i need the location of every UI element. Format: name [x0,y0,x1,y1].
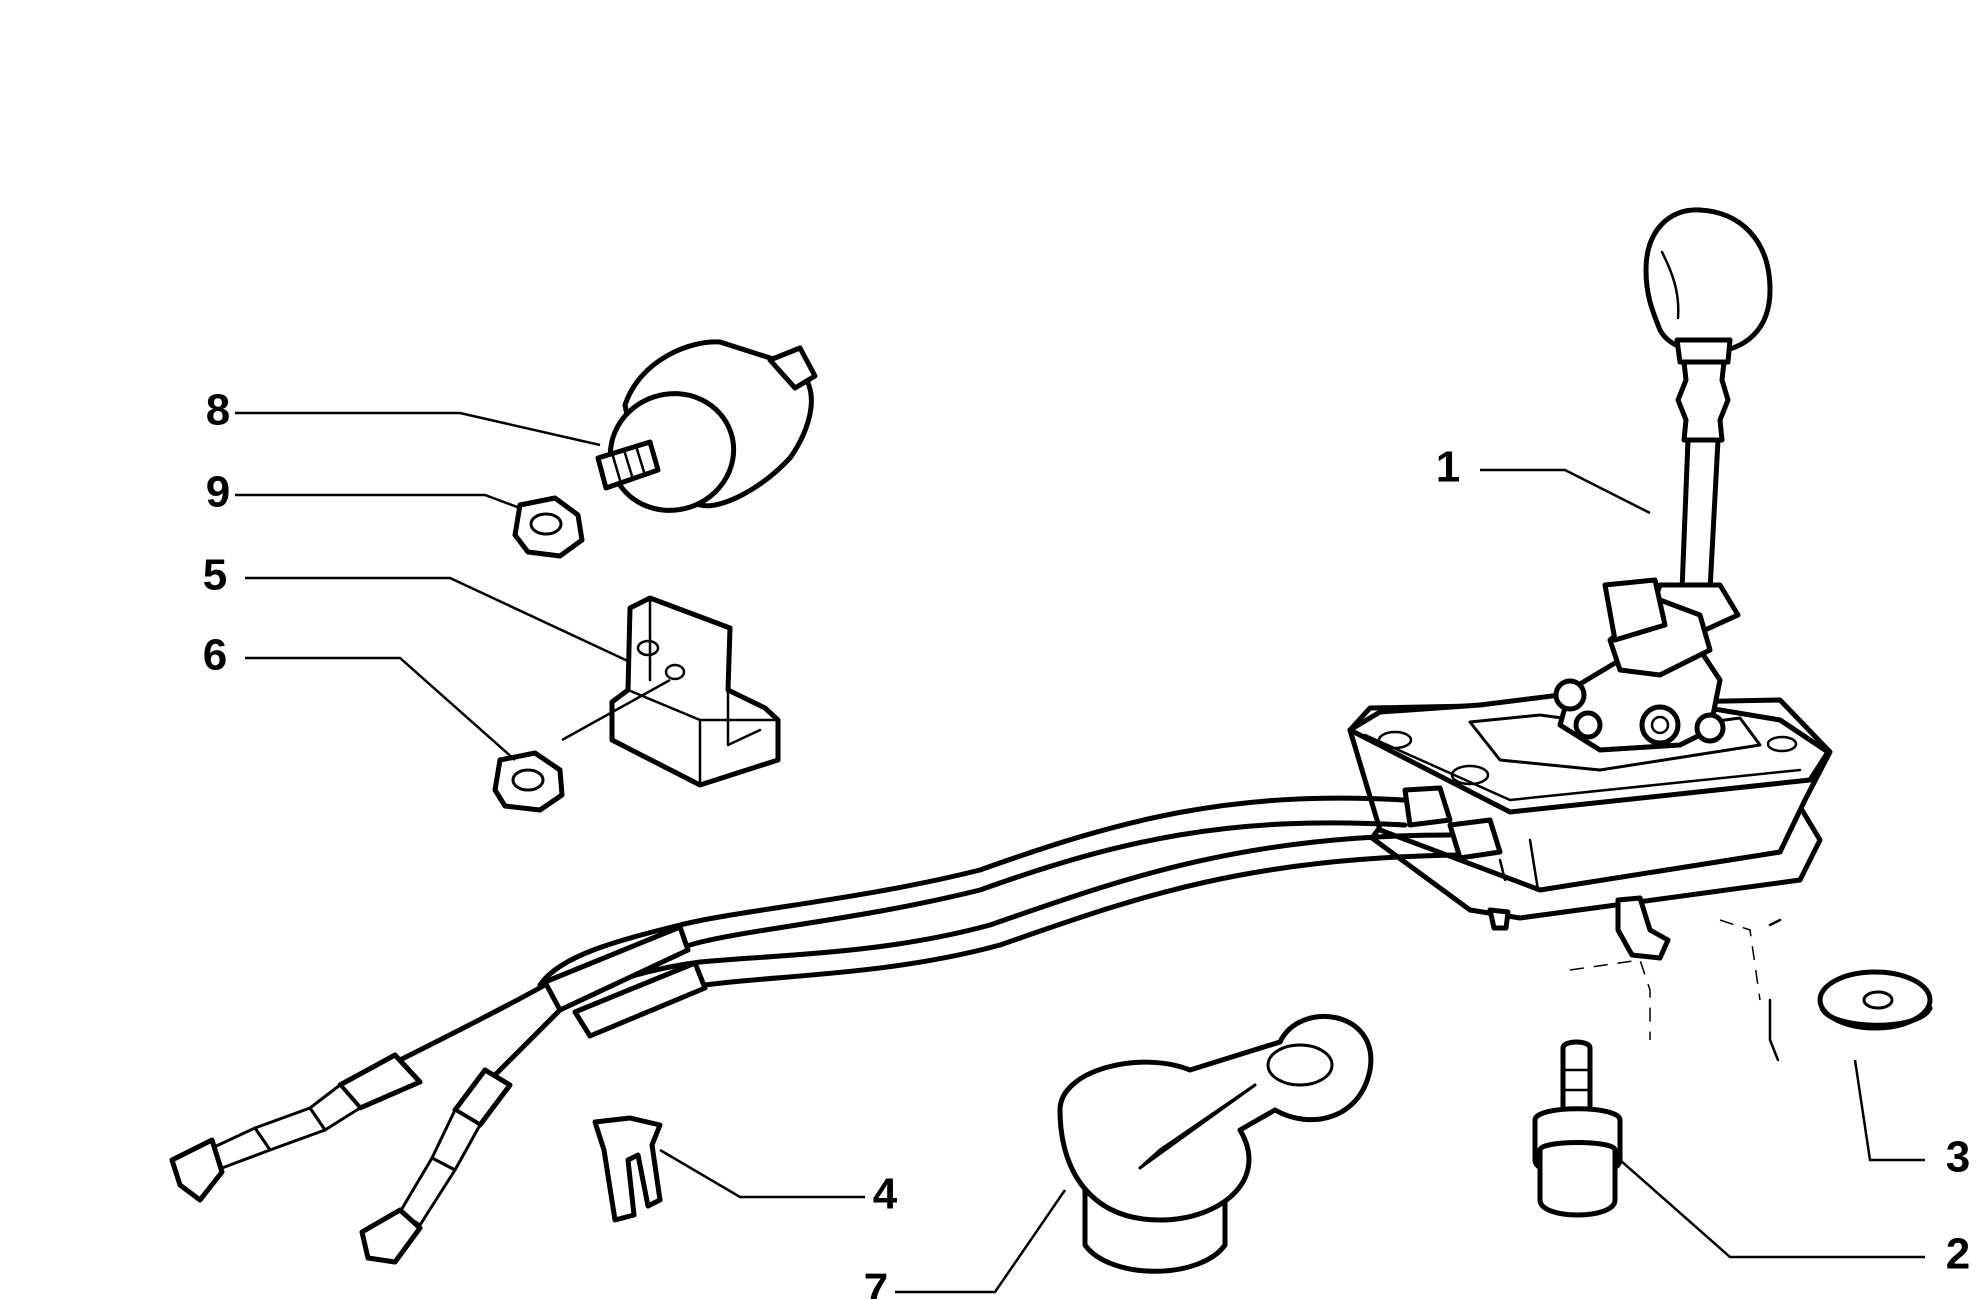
leader-7 [895,1189,1067,1294]
callout-3: 3 [1946,1133,1970,1182]
callout-5: 5 [203,551,227,600]
flange-nut-icon [492,495,585,813]
callout-7: 7 [864,1265,888,1299]
callout-8: 8 [206,386,230,435]
callout-labels: 1 2 3 4 5 6 7 8 9 [203,386,1970,1299]
leader-9 [235,493,521,510]
callout-2: 2 [1946,1230,1970,1279]
leader-2 [1619,1159,1925,1259]
washer-icon [1817,969,1933,1031]
leader-3 [1853,1059,1925,1162]
leader-6b [561,678,671,742]
callout-4: 4 [873,1170,898,1219]
leader-8 [235,411,601,447]
callout-1: 1 [1436,443,1460,492]
leader-lines [235,411,1925,1294]
leader-1 [1480,468,1651,515]
retaining-clip-icon [592,1115,663,1223]
leader-6 [245,656,516,761]
flange-bolt-icon [1532,1039,1623,1218]
support-bracket-icon [609,595,781,788]
leader-4 [659,1148,865,1199]
rubber-mount-icon [595,339,818,513]
shift-cables-icon [169,785,1503,1265]
callout-9: 9 [206,468,230,517]
leader-5 [245,576,631,664]
callout-6: 6 [203,631,227,680]
gear-shift-lever-icon [1643,207,1773,633]
gearbox-control-housing-icon [1347,577,1833,1062]
cable-end-cap-icon [1057,1013,1374,1274]
